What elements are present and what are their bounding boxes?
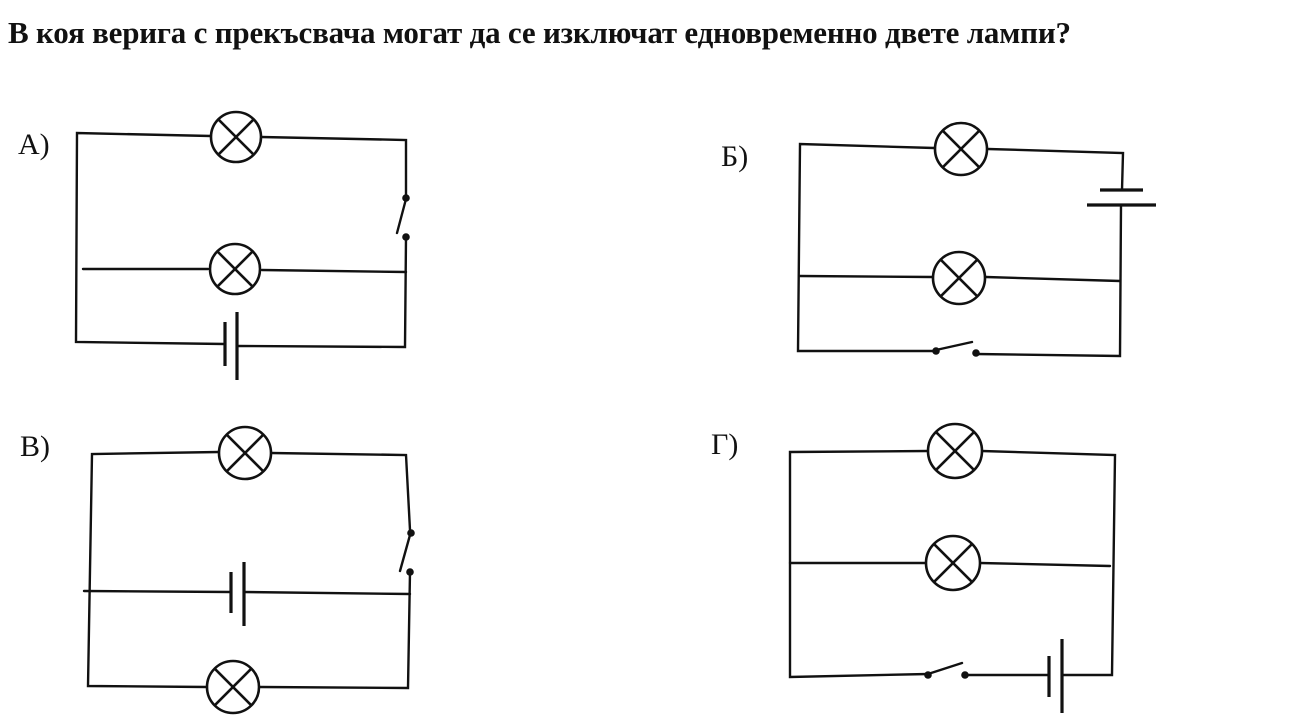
- wire: [978, 561, 1112, 568]
- circuit-g: [788, 422, 1117, 713]
- lamp-icon: [933, 121, 989, 177]
- option-label-v: В): [20, 430, 50, 463]
- switch-icon: [398, 529, 415, 576]
- wire: [986, 147, 1125, 192]
- lamp-icon: [217, 425, 273, 481]
- circuit-a: [74, 110, 410, 380]
- lamp-icon: [931, 250, 987, 306]
- option-label-b: Б): [721, 140, 749, 173]
- wire: [798, 274, 934, 279]
- lamp-icon: [208, 242, 262, 296]
- switch-icon: [395, 194, 410, 241]
- battery-icon: [229, 562, 246, 626]
- circuit-b: [796, 121, 1156, 358]
- wire: [796, 142, 936, 353]
- lamp-icon: [209, 110, 263, 164]
- lamp-icon: [205, 659, 261, 715]
- wire: [260, 268, 408, 274]
- lamp-icon: [926, 422, 984, 480]
- switch-icon: [924, 661, 969, 679]
- wire: [974, 203, 1123, 358]
- battery-icon: [223, 312, 239, 380]
- wire: [86, 450, 221, 689]
- wire: [242, 590, 412, 596]
- wire: [788, 449, 930, 679]
- wire: [259, 135, 408, 198]
- wire: [235, 235, 408, 349]
- wire: [980, 449, 1117, 677]
- battery-icon: [1047, 639, 1064, 713]
- option-label-a: А): [18, 128, 50, 161]
- circuit-v: [82, 425, 415, 715]
- wire: [74, 131, 227, 346]
- option-label-g: Г): [711, 428, 739, 461]
- wire: [82, 589, 233, 594]
- wire: [269, 451, 412, 532]
- switch-icon: [932, 340, 980, 357]
- lamp-icon: [924, 534, 982, 592]
- wire: [258, 570, 412, 690]
- question-text: В коя верига с прекъсвача могат да се из…: [8, 15, 1071, 50]
- battery-icon: [1087, 188, 1156, 207]
- wire: [984, 275, 1122, 283]
